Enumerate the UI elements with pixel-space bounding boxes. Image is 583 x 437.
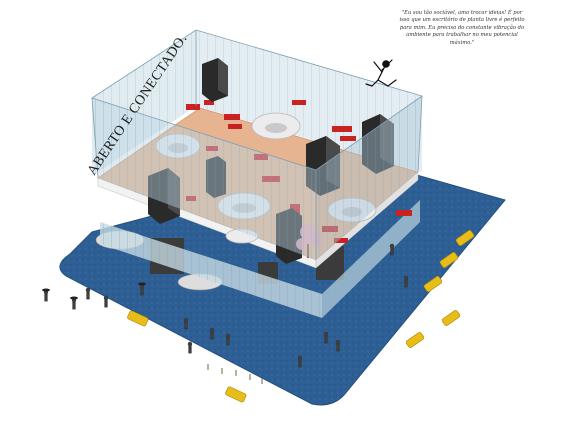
- desk-cluster-icon: [228, 124, 242, 129]
- pedestrian-icon: [209, 327, 215, 340]
- pedestrian-icon: [103, 295, 109, 308]
- pedestrian-icon: [85, 287, 91, 300]
- lower-facade-grid: [100, 222, 322, 318]
- taxis: [127, 230, 475, 403]
- pedestrian-icon: [297, 355, 303, 368]
- taxi-icon: [423, 276, 443, 292]
- desk-cluster-icon: [186, 104, 200, 110]
- pedestrian-icon: [335, 339, 341, 352]
- taxi-icon: [225, 386, 247, 403]
- pedestrian-icon: [225, 333, 231, 346]
- pedestrian-icon: [43, 289, 49, 302]
- persona-quote: "Eu sou tão sociável, amo trocar ideias!…: [399, 10, 525, 46]
- lower-facade-right: [322, 200, 420, 318]
- pedestrian-icon: [403, 275, 409, 288]
- desk-cluster-icon: [340, 136, 356, 141]
- taxi-icon: [127, 310, 149, 327]
- floating-person-icon: [365, 59, 397, 87]
- taxi-icon: [455, 230, 475, 246]
- desk-cluster-icon: [332, 126, 352, 132]
- taxi-icon: [441, 310, 461, 326]
- pedestrian-icon: [71, 297, 77, 310]
- taxi-icon: [405, 332, 425, 348]
- pedestrian-icon: [187, 341, 193, 354]
- pedestrians: [43, 243, 409, 368]
- pedestrian-icon: [323, 331, 329, 344]
- pedestrian-icon: [389, 243, 395, 256]
- taxi-icon: [439, 252, 459, 268]
- desk-cluster-icon: [204, 100, 214, 105]
- desk-cluster-icon: [334, 238, 348, 243]
- pedestrian-icon: [183, 317, 189, 330]
- bollards: [207, 364, 263, 384]
- desk-cluster-icon: [292, 100, 306, 105]
- desk-cluster-icon: [224, 114, 240, 120]
- pedestrian-icon: [139, 283, 145, 296]
- desk-cluster-icon: [396, 210, 412, 216]
